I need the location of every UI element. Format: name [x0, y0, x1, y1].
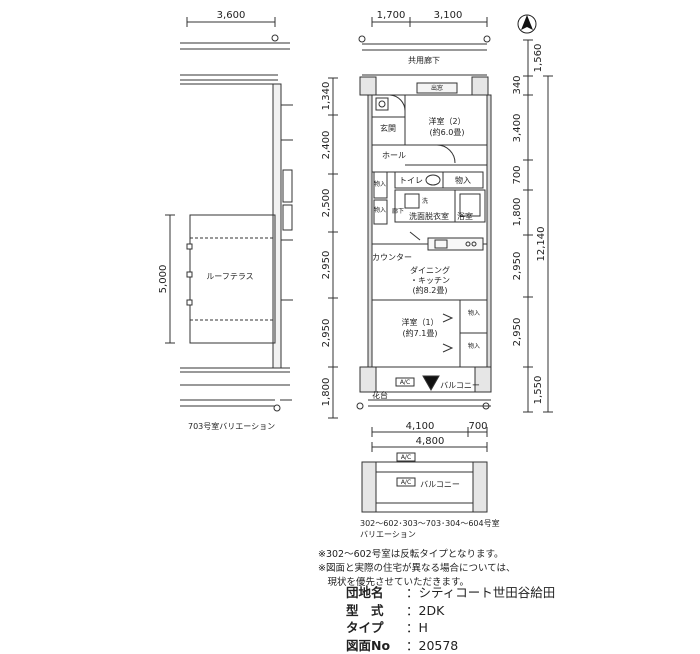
complex-label: 団地名 — [346, 584, 406, 602]
dim-right-6: 2,950 — [512, 252, 523, 281]
dim-bottom-total: 4,800 — [416, 436, 445, 447]
note-line-1: ※302～602号室は反転タイプとなります。 — [318, 548, 504, 562]
plan-no-value: ：20578 — [406, 637, 458, 654]
label-storage-d: 物入 — [468, 309, 480, 317]
dim-top-right: 3,100 — [434, 10, 463, 21]
plan-no-label: 図面No — [346, 637, 406, 654]
label-storage-e: 物入 — [468, 342, 480, 350]
label-dining-2: ・キッチン — [410, 276, 450, 285]
info-row-type: 型 式 ：2DK — [346, 602, 555, 620]
dim-right-7: 2,950 — [512, 318, 523, 347]
complex-value: ：シティコート世田谷給田 — [406, 584, 555, 602]
label-balcony-var: バルコニー — [420, 480, 460, 489]
dim-top-left: 3,600 — [217, 10, 246, 21]
info-row-plan-no: 図面No ：20578 — [346, 637, 555, 654]
dim-right-2: 340 — [512, 75, 523, 94]
dim-left-1: 1,340 — [321, 82, 332, 111]
label-storage-b: 物入 — [374, 206, 386, 214]
label-dining-1: ダイニング — [410, 265, 450, 275]
dim-right-1: 1,560 — [533, 44, 544, 73]
label-roof-terrace: ルーフテラス — [206, 272, 253, 281]
label-balcony: バルコニー — [440, 381, 480, 390]
label-western2-size: (約6.0畳) — [430, 127, 465, 137]
info-row-plan-type: タイプ ：H — [346, 619, 555, 637]
caption-703-variation: 703号室バリエーション — [188, 421, 275, 431]
dim-left-5: 2,950 — [321, 319, 332, 348]
label-storage-c: 物入 — [455, 175, 471, 185]
plan-type-value: ：H — [406, 619, 428, 637]
info-row-complex: 団地名 ：シティコート世田谷給田 — [346, 584, 555, 602]
dim-left-6: 1,800 — [321, 378, 332, 407]
label-bath: 浴室 — [457, 211, 473, 221]
dim-right-3: 3,400 — [512, 114, 523, 143]
dim-bottom-a: 4,100 — [406, 421, 435, 432]
dim-right-4: 700 — [512, 165, 523, 184]
label-dining-size: (約8.2畳) — [413, 285, 448, 295]
plan-type-label: タイプ — [346, 619, 406, 637]
note-line-2: ※図面と実際の住宅が異なる場合については、 — [318, 562, 516, 576]
label-hall: ホール — [382, 151, 406, 160]
dim-left-2: 2,400 — [321, 131, 332, 160]
right-dimension-column — [523, 40, 553, 412]
left-dimension-column — [328, 78, 338, 418]
label-genkan: 玄関 — [380, 123, 396, 133]
label-western2: 洋室（2） — [428, 116, 465, 126]
variation-703-plan — [165, 17, 293, 411]
label-counter: カウンター — [372, 253, 412, 262]
dim-left-3: 2,500 — [321, 189, 332, 218]
label-ac-var-1: A/C — [401, 454, 411, 461]
label-wash: 洗 — [422, 197, 428, 205]
label-flowerbed: 花台 — [372, 390, 388, 400]
dim-bottom-b: 700 — [468, 421, 487, 432]
north-compass-icon — [518, 15, 536, 33]
label-washroom: 洗面脱衣室 — [409, 211, 449, 221]
label-toilet: トイレ — [399, 176, 423, 185]
dim-right-total: 12,140 — [536, 227, 547, 262]
label-corridor: 共用廊下 — [408, 55, 440, 65]
type-label: 型 式 — [346, 602, 406, 620]
label-western1-size: (約7.1畳) — [403, 328, 438, 338]
label-western1: 洋室（1） — [401, 317, 438, 327]
dim-right-8: 1,550 — [533, 376, 544, 405]
dim-roof: 5,000 — [158, 265, 169, 294]
label-ac-var-2: A/C — [401, 479, 411, 486]
label-ac: A/C — [400, 379, 410, 386]
label-hallway: 廊下 — [392, 207, 404, 215]
caption-variation-list-2: バリエーション — [360, 530, 416, 539]
type-value: ：2DK — [406, 602, 444, 620]
dim-right-5: 1,800 — [512, 198, 523, 227]
label-storage-a: 物入 — [374, 180, 386, 188]
caption-variation-list-1: 302～602･303～703･304～604号室 — [360, 518, 500, 528]
label-meter: 出窓 — [431, 84, 443, 92]
property-info: 団地名 ：シティコート世田谷給田 型 式 ：2DK タイプ ：H 図面No ：2… — [346, 584, 555, 654]
dim-left-4: 2,950 — [321, 251, 332, 280]
dim-top-mid: 1,700 — [377, 10, 406, 21]
